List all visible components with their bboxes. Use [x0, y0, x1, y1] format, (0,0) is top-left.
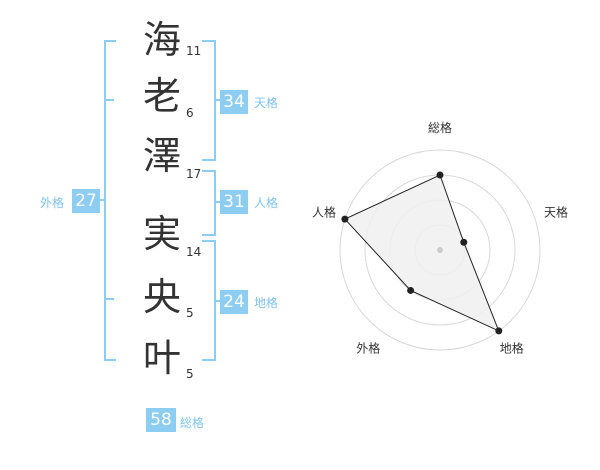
radar-axis-label: 外格 — [356, 341, 380, 356]
kanji-char-6: 叶 — [142, 336, 181, 380]
radar-ring — [339, 149, 541, 351]
radar-axis-label: 人格 — [312, 204, 336, 219]
kanji-char-5: 央 — [142, 275, 181, 319]
kanji-char-1: 海 — [142, 18, 181, 62]
gaikaku-bracket-tick-lower — [104, 298, 114, 300]
tenkaku-bracket-tick — [214, 99, 220, 101]
soukaku-label: 総格 — [180, 416, 205, 430]
stroke-count-4: 14 — [186, 245, 202, 259]
gaikaku-bracket-tick — [100, 199, 106, 201]
radar-polygon — [344, 174, 500, 332]
chikaku-value-badge: 24 — [220, 290, 248, 314]
gaikaku-label: 外格 — [40, 196, 65, 210]
radar-axis-label: 天格 — [544, 204, 568, 219]
tenkaku-label: 天格 — [254, 96, 279, 110]
jinkaku-bracket — [202, 170, 216, 236]
stroke-count-1: 11 — [186, 44, 202, 58]
radar-axis-label: 地格 — [500, 341, 524, 356]
gaikaku-value-badge: 27 — [72, 189, 100, 213]
stroke-count-5: 5 — [186, 306, 194, 320]
kanji-char-3: 澤 — [142, 134, 181, 178]
kanji-char-2: 老 — [142, 74, 181, 118]
jinkaku-bracket-tick — [214, 201, 220, 203]
stroke-count-2: 6 — [186, 106, 194, 120]
radar-center-dot — [437, 247, 443, 253]
jinkaku-value-badge: 31 — [220, 190, 248, 214]
radar-point — [460, 238, 468, 246]
radar-point — [341, 215, 349, 223]
soukaku-value-badge: 58 — [146, 408, 176, 432]
radar-axis-label: 総格 — [428, 120, 452, 135]
radar-point — [436, 171, 444, 179]
jinkaku-label: 人格 — [254, 196, 279, 210]
chikaku-bracket-tick — [214, 300, 220, 302]
radar-point — [495, 327, 503, 335]
tenkaku-value-badge: 34 — [220, 90, 248, 114]
chikaku-label: 地格 — [254, 296, 279, 310]
stroke-count-3: 17 — [186, 167, 202, 181]
radar-point — [407, 286, 415, 294]
gaikaku-bracket-tick-upper — [104, 99, 114, 101]
radar-points — [341, 171, 503, 335]
stroke-count-6: 5 — [186, 367, 194, 381]
kanji-char-4: 実 — [142, 212, 181, 256]
